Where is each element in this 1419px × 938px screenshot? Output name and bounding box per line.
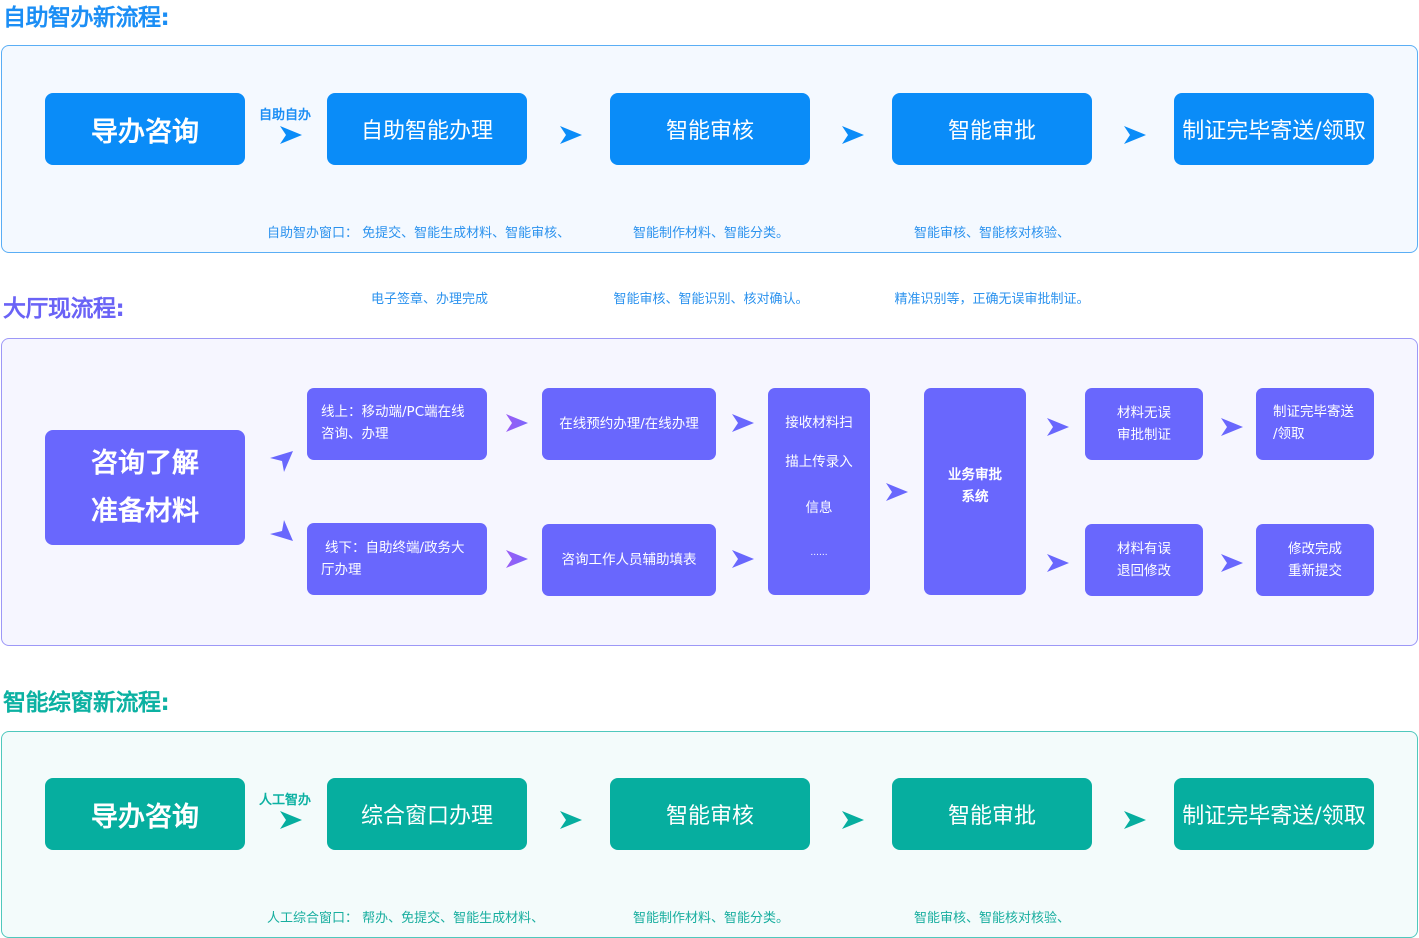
step-certificate-delivery: 制证完毕寄送/领取 [1174,93,1374,165]
step-guide-consult: 导办咨询 [45,93,245,165]
step-note: 自助智办窗口： 免提交、智能生成材料、智能审核、 电子签章、办理完成 [267,226,571,307]
arrow-right-icon [1221,418,1243,436]
step-certificate-delivery: 制证完毕寄送/领取 [1174,778,1374,850]
arrow-right-icon [560,126,582,144]
arrow-right-icon [506,414,528,432]
arrow-right-icon [506,550,528,568]
step-smart-approve: 智能审批 [892,93,1092,165]
step-resubmit: 修改完成 重新提交 [1256,524,1374,596]
step-guide-consult: 导办咨询 [45,778,245,850]
arrow-right-icon [842,811,864,829]
arrow-right-icon [1124,126,1146,144]
arrow-right-icon [280,811,302,829]
step-note: 智能制作材料、智能分类。 智能审核、智能识别、核对确认。 [632,911,789,926]
connector-label: 自助自办 [259,108,312,123]
step-offline: 线下：自助终端/政务大 厅办理 [307,523,487,595]
connector-label: 人工智办 [259,793,312,808]
step-consult-prepare: 咨询了解 准备材料 [45,430,245,545]
step-note: 人工综合窗口： 帮办、免提交、智能生成材料、 智能审核、电子签章、帮办完成。 [267,911,545,926]
step-online-appointment: 在线预约办理/在线办理 [542,388,716,460]
arrow-right-icon [1047,418,1069,436]
arrow-up-right-icon [270,450,294,474]
step-materials-error: 材料有误 退回修改 [1085,524,1203,596]
section-title: 大厅现流程: [3,296,125,322]
step-note: 智能制作材料、智能分类。 智能审核、智能识别、核对确认。 [613,226,809,307]
step-note: 智能审核、智能核对核验、 精准识别等，正确无误审批制证。 [894,226,1090,307]
step-staff-assist: 咨询工作人员辅助填表 [542,524,716,596]
step-self-service-handle: 自助智能办理 [327,93,527,165]
step-note: 智能审核、智能核对核验、 精准识别等，正确无误审批制证。 [913,911,1070,926]
arrow-right-icon [280,126,302,144]
arrow-right-icon [732,550,754,568]
arrow-right-icon [886,483,908,501]
arrow-down-right-icon [270,518,294,542]
section-title: 自助智办新流程: [3,5,170,31]
arrow-right-icon [1124,811,1146,829]
step-materials-ok: 材料无误 审批制证 [1085,388,1203,460]
section-title: 智能综窗新流程: [3,690,170,716]
step-approval-system: 业务审批 系统 [924,388,1026,595]
arrow-right-icon [560,811,582,829]
step-smart-review: 智能审核 [610,93,810,165]
arrow-right-icon [1221,554,1243,572]
step-online: 线上：移动端/PC端在线 咨询、办理 [307,388,487,460]
step-certificate-delivery: 制证完毕寄送 /领取 [1256,388,1374,460]
step-receive-materials: 接收材料扫 描上传录入 信息 ...... [768,388,870,595]
step-smart-approve: 智能审批 [892,778,1092,850]
step-comprehensive-window: 综合窗口办理 [327,778,527,850]
arrow-right-icon [732,414,754,432]
step-smart-review: 智能审核 [610,778,810,850]
arrow-right-icon [842,126,864,144]
arrow-right-icon [1047,554,1069,572]
